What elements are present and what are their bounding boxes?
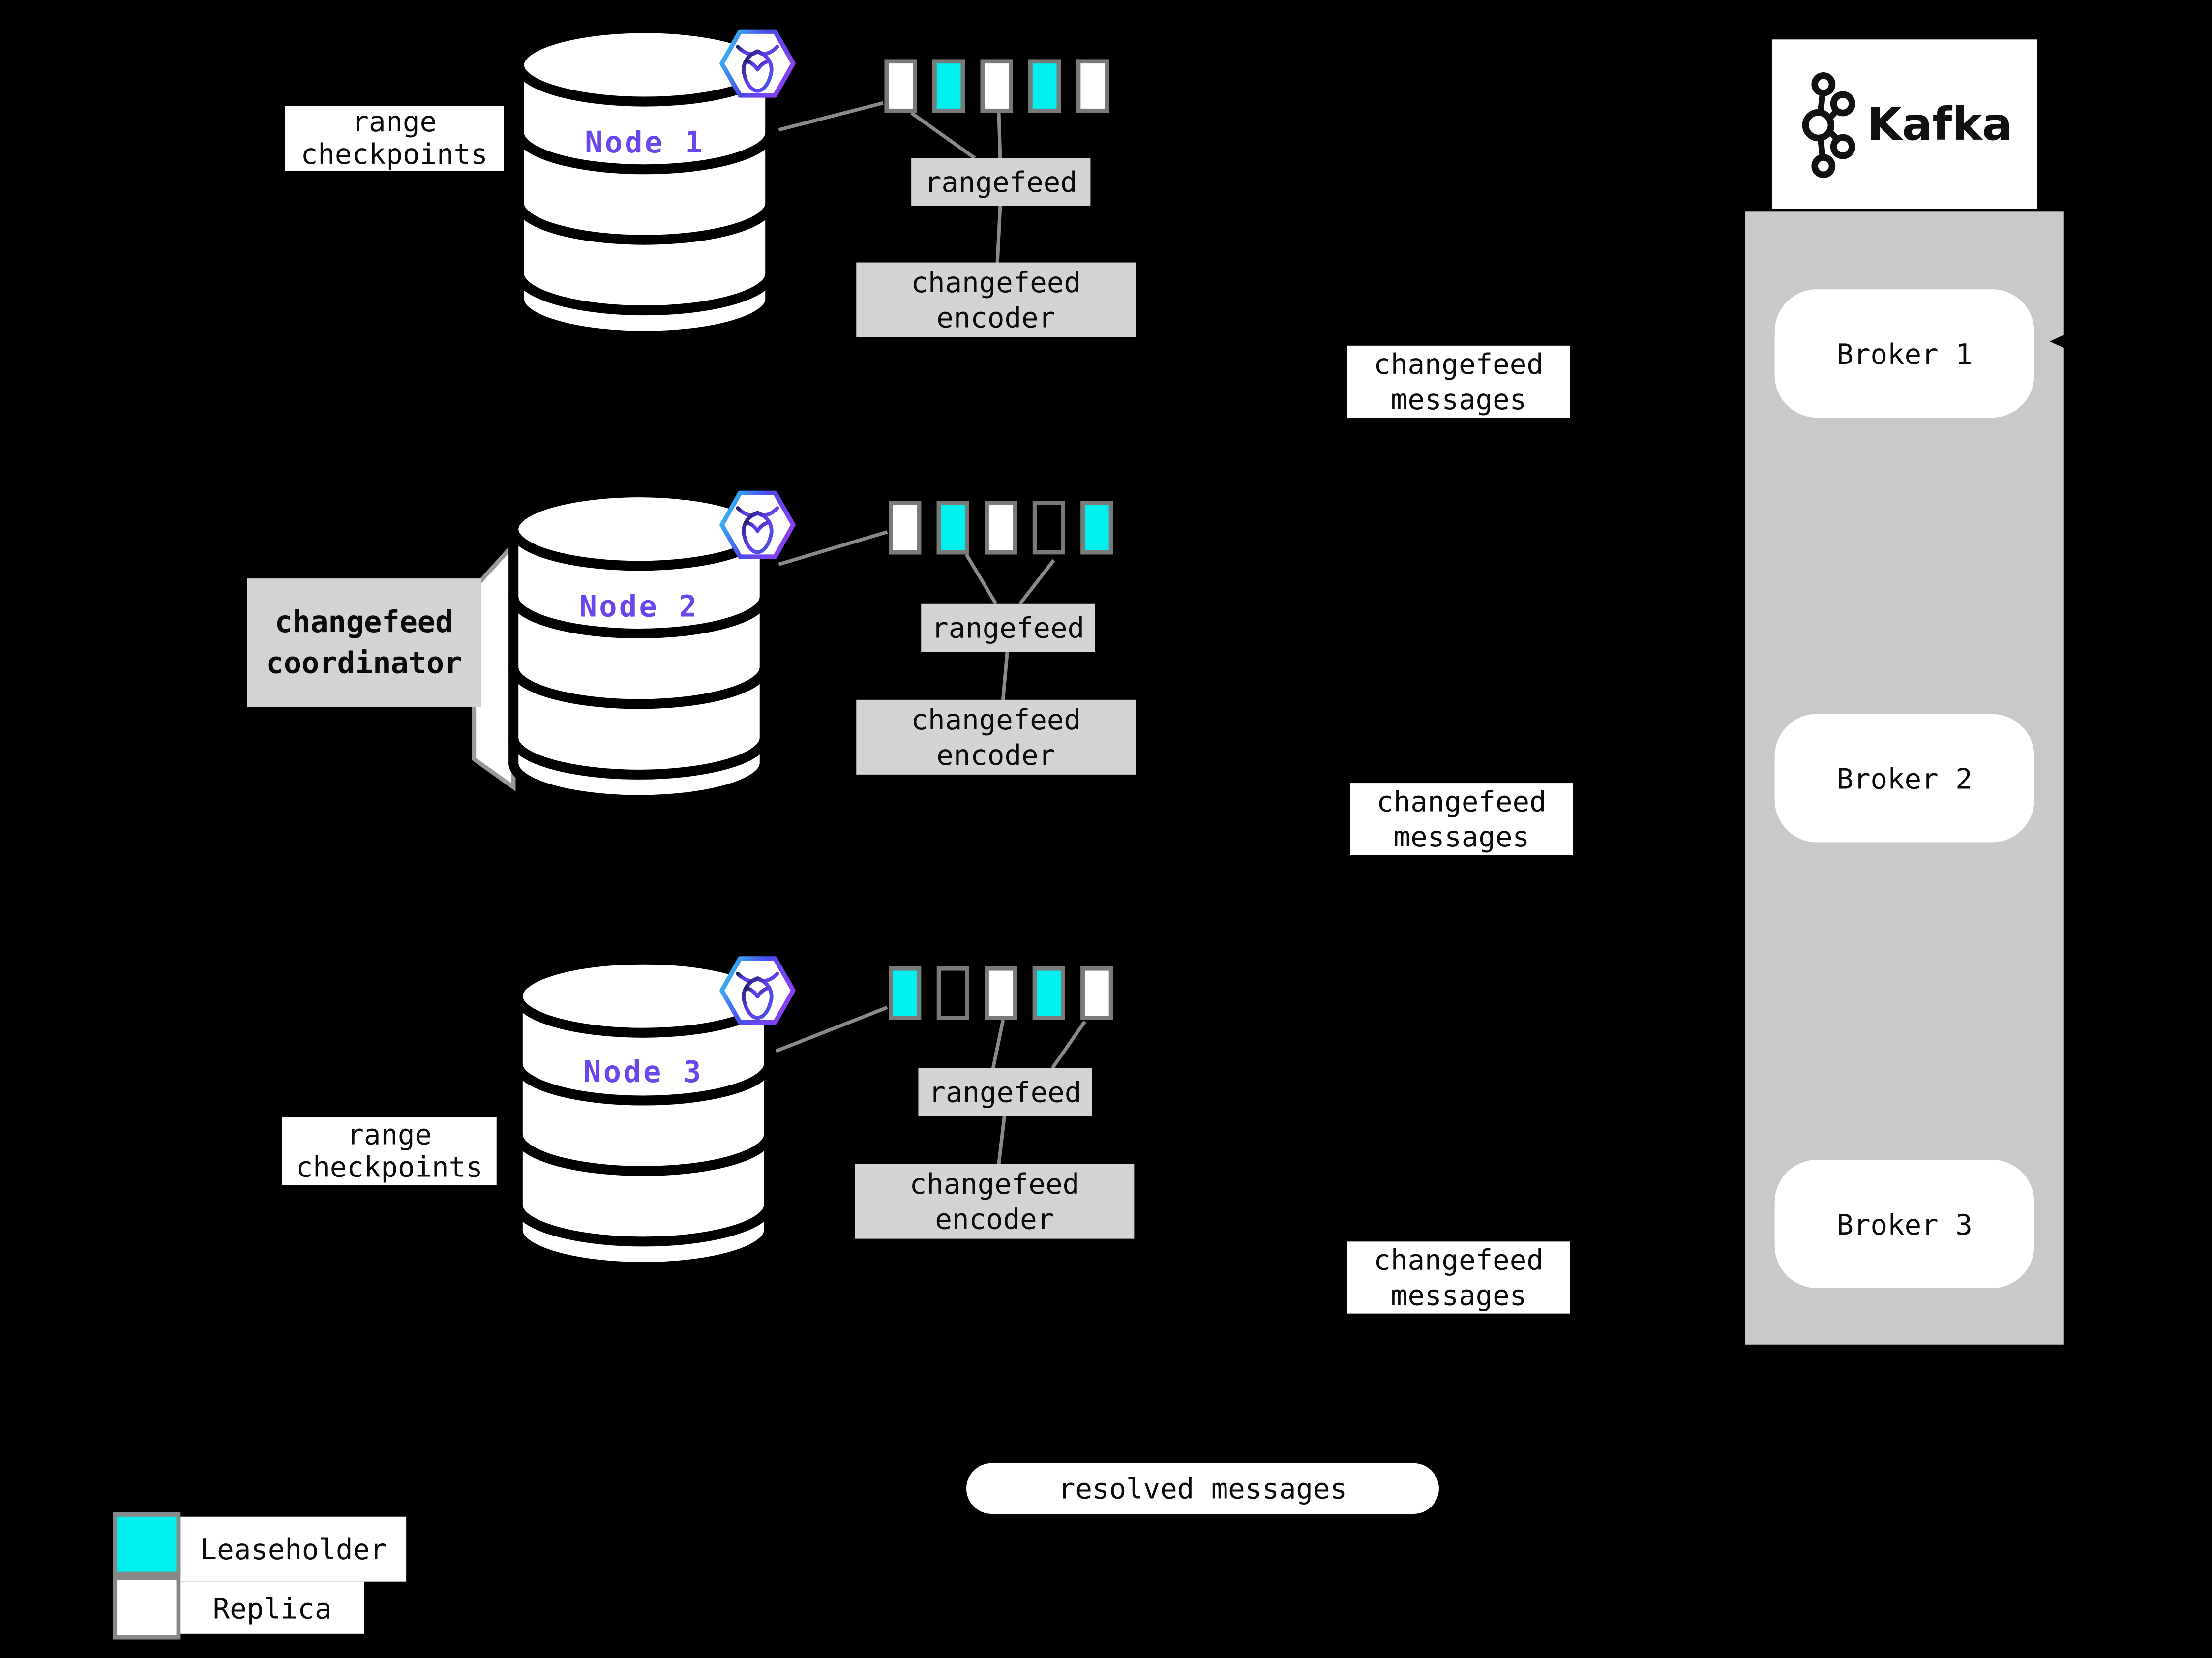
range-rect xyxy=(1028,59,1061,113)
encoder-line1: changefeed xyxy=(911,264,1081,299)
range-rect xyxy=(1076,59,1109,113)
checkpoints-line2: checkpoints xyxy=(300,137,488,171)
range-rect xyxy=(889,966,922,1020)
range-rect xyxy=(884,59,917,113)
rangefeed-box-node3: rangefeed xyxy=(918,1068,1092,1116)
messages-line2: messages xyxy=(1390,1277,1527,1312)
coordinator-line2: coordinator xyxy=(266,645,462,680)
broker-3: Broker 3 xyxy=(1774,1159,2034,1289)
kafka-logo-box: Kafka xyxy=(1771,39,2037,209)
node3-label: Node 3 xyxy=(583,1055,703,1089)
node2-database-cylinder xyxy=(508,487,770,805)
node1-database-cylinder xyxy=(514,23,776,341)
messages-line1: changefeed xyxy=(1374,346,1544,381)
rangefeed-box-node2: rangefeed xyxy=(921,603,1095,652)
broker-3-label: Broker 3 xyxy=(1836,1207,1973,1241)
range-rect xyxy=(980,59,1013,113)
checkpoints-line1: range xyxy=(352,104,437,139)
rangefeed-box-node1: rangefeed xyxy=(911,158,1091,206)
changefeed-messages-label-3: changefeed messages xyxy=(1347,1241,1570,1314)
cockroach-mark xyxy=(736,45,779,93)
messages-line2: messages xyxy=(1393,819,1530,853)
kafka-logo-icon xyxy=(1802,72,1856,179)
range-rect xyxy=(889,501,922,555)
coordinator-line1: changefeed xyxy=(274,604,453,639)
range-rect xyxy=(985,501,1017,555)
range-rect xyxy=(936,966,969,1020)
encoder-line1: changefeed xyxy=(909,1166,1080,1200)
range-rect xyxy=(1032,501,1065,555)
encoder-line2: encoder xyxy=(936,737,1056,771)
node3-database-cylinder xyxy=(512,954,774,1272)
legend-leaseholder-swatch xyxy=(113,1512,181,1576)
cockroach-mark xyxy=(736,971,779,1020)
range-rect xyxy=(932,59,965,113)
changefeed-messages-label-1: changefeed messages xyxy=(1347,345,1570,418)
messages-line1: changefeed xyxy=(1376,784,1547,818)
legend-replica-label: Replica xyxy=(180,1581,364,1634)
rangefeed-label: rangefeed xyxy=(928,1074,1082,1109)
resolved-messages-label: resolved messages xyxy=(1058,1471,1347,1506)
cockroach-mark xyxy=(736,506,779,554)
changefeed-messages-label-2: changefeed messages xyxy=(1350,783,1573,855)
node1-label: Node 1 xyxy=(585,125,705,160)
encoder-line2: encoder xyxy=(936,300,1056,334)
range-rect xyxy=(1080,501,1113,555)
leaseholder-text: Leaseholder xyxy=(200,1532,387,1567)
node2-label: Node 2 xyxy=(579,590,699,624)
range-rect xyxy=(936,501,969,555)
changefeed-encoder-box-node1: changefeed encoder xyxy=(856,262,1136,337)
messages-line1: changefeed xyxy=(1374,1242,1544,1276)
cockroachdb-hexagon-icon xyxy=(719,956,796,1025)
messages-line2: messages xyxy=(1390,381,1527,416)
rangefeed-label: rangefeed xyxy=(931,610,1085,644)
broker-2: Broker 2 xyxy=(1774,714,2034,843)
resolved-messages-pill: resolved messages xyxy=(966,1463,1439,1514)
range-rect xyxy=(1080,966,1113,1020)
changefeed-coordinator-box: changefeed coordinator xyxy=(247,578,481,707)
broker-1-label: Broker 1 xyxy=(1836,336,1973,371)
rangefeed-label: rangefeed xyxy=(924,164,1077,199)
replica-text: Replica xyxy=(212,1591,332,1625)
legend-leaseholder-label: Leaseholder xyxy=(180,1516,407,1582)
range-rect xyxy=(1032,966,1065,1020)
cockroachdb-hexagon-icon xyxy=(719,490,796,559)
arrow-left-icon xyxy=(2050,332,2068,350)
range-rect xyxy=(985,966,1017,1020)
kafka-brand: Kafka xyxy=(1867,97,2013,151)
broker-1: Broker 1 xyxy=(1774,289,2034,418)
range-checkpoints-label-2: range checkpoints xyxy=(282,1117,497,1185)
encoder-line2: encoder xyxy=(935,1201,1054,1236)
checkpoints-line2: checkpoints xyxy=(296,1149,483,1184)
legend-replica-swatch xyxy=(113,1576,181,1640)
gray-connectors xyxy=(775,101,1086,1165)
encoder-line1: changefeed xyxy=(911,702,1081,736)
changefeed-encoder-box-node2: changefeed encoder xyxy=(856,699,1136,775)
checkpoints-line1: range xyxy=(347,1117,432,1151)
range-checkpoints-label-1: range checkpoints xyxy=(285,104,504,171)
changefeed-encoder-box-node3: changefeed encoder xyxy=(855,1164,1135,1239)
cockroachdb-hexagon-icon xyxy=(719,29,796,98)
broker-2-label: Broker 2 xyxy=(1836,761,1973,795)
